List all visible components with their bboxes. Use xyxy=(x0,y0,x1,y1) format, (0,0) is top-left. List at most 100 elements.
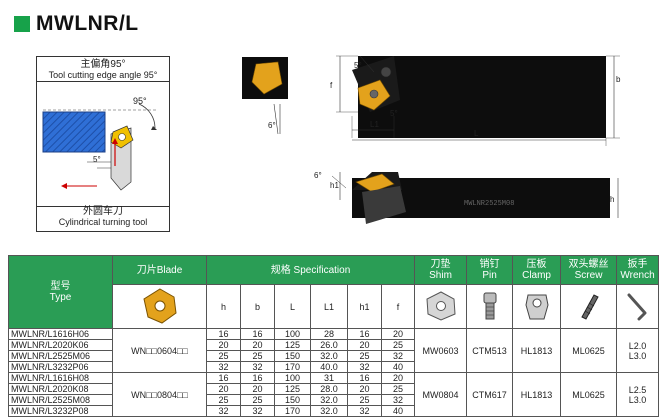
clamp-image-cell xyxy=(512,284,562,329)
col-header-clamp: 压板 Clamp xyxy=(512,255,562,285)
screw-cell: ML0625 xyxy=(560,328,618,373)
h1-cell: 16 xyxy=(347,372,382,384)
dimension-h: h xyxy=(610,195,614,204)
type-cell: MWLNR/L2525M08 xyxy=(8,394,113,406)
dimension-l: L xyxy=(474,129,479,138)
schematic-divider-top xyxy=(37,81,169,82)
col-header-screw: 双头螺丝 Screw xyxy=(560,255,618,285)
l-cell: 170 xyxy=(274,405,311,417)
blade-insert-icon xyxy=(142,287,177,324)
type-cell: MWLNR/L2020K08 xyxy=(8,383,113,395)
b-cell: 20 xyxy=(240,339,275,351)
wrench-cell: L2.5 L3.0 xyxy=(616,372,660,417)
h1-cell: 32 xyxy=(347,405,382,417)
col-header-shim: 刀垫 Shim xyxy=(414,255,468,285)
l1-cell: 32.0 xyxy=(310,405,348,417)
table-row: MWLNR/L3232P06 32 32 170 40.0 32 40 xyxy=(8,361,659,373)
side-insert xyxy=(355,173,395,193)
screw-image-cell xyxy=(560,284,618,329)
l1-cell: 40.0 xyxy=(310,361,348,373)
dimension-h1: h1 xyxy=(330,181,339,190)
dimension-f: f xyxy=(330,81,333,90)
schematic-caption-top: 主偏角95° Tool cutting edge angle 95° xyxy=(37,57,169,81)
table-image-row: h b L L1 h1 f xyxy=(9,284,660,329)
l-cell: 170 xyxy=(274,361,311,373)
l-cell: 125 xyxy=(274,383,311,395)
tool-type-en: Cylindrical turning tool xyxy=(58,217,148,227)
clamp-cell: HL1813 xyxy=(512,372,562,417)
shim-image-cell xyxy=(414,284,468,329)
title-marker xyxy=(14,16,30,32)
l1-cell: 32.0 xyxy=(310,394,348,406)
shim-icon xyxy=(426,290,456,321)
type-cell: MWLNR/L3232P08 xyxy=(8,405,113,417)
blade-cell: WN□□0804□□ xyxy=(112,372,207,417)
blade-image-cell xyxy=(112,284,207,329)
table-row: MWLNR/L3232P08 32 32 170 32.0 32 40 xyxy=(8,405,659,417)
h1-cell: 20 xyxy=(347,383,382,395)
b-cell: 25 xyxy=(240,394,275,406)
end-view-insert xyxy=(251,61,283,95)
spec-col-l1: L1 xyxy=(310,284,348,329)
workpiece-section xyxy=(42,111,106,153)
h-cell: 32 xyxy=(206,361,241,373)
clamp-icon xyxy=(525,294,549,319)
page-header: MWLNR/L xyxy=(14,12,139,36)
pin-cell: CTM513 xyxy=(466,328,514,373)
l-cell: 150 xyxy=(274,350,311,362)
schematic-caption-bottom: 外圆车刀 Cylindrical turning tool xyxy=(37,206,169,231)
table-row: MWLNR/L2020K08 20 20 125 28.0 20 25 xyxy=(8,383,659,395)
b-cell: 20 xyxy=(240,383,275,395)
b-cell: 16 xyxy=(240,372,275,384)
b-cell: 25 xyxy=(240,350,275,362)
clamp-cell: HL1813 xyxy=(512,328,562,373)
wrench-icon xyxy=(627,293,647,320)
f-cell: 32 xyxy=(380,350,416,362)
schematic-angle-label: 95° xyxy=(133,96,147,106)
dimension-l1: L1 xyxy=(370,120,379,129)
clearance-angle-mid: 5° xyxy=(390,109,398,118)
h1-cell: 16 xyxy=(347,328,382,340)
l1-cell: 26.0 xyxy=(310,339,348,351)
l1-cell: 31 xyxy=(310,372,348,384)
schematic-angle-cn: 主偏角95° xyxy=(80,59,126,70)
table-row: MWLNR/L2020K06 20 20 125 26.0 20 25 xyxy=(8,339,659,351)
h1-cell: 20 xyxy=(347,339,382,351)
col-header-wrench: 扳手 Wrench xyxy=(616,255,660,285)
table-row: MWLNR/L1616H06 WN□□0604□□ 16 16 100 28 1… xyxy=(8,328,660,373)
f-cell: 40 xyxy=(380,361,416,373)
l-cell: 125 xyxy=(274,339,311,351)
clearance-angle-top: 5° xyxy=(354,61,362,70)
f-cell: 20 xyxy=(380,372,416,384)
type-cell: MWLNR/L2020K06 xyxy=(8,339,113,351)
shim-cell: MW0804 xyxy=(414,372,468,417)
screw-icon xyxy=(580,293,599,320)
h1-cell: 25 xyxy=(347,394,382,406)
spec-col-h1: h1 xyxy=(347,284,382,329)
side-angle: 6° xyxy=(314,171,322,180)
l1-cell: 28 xyxy=(310,328,348,340)
col-header-spec: 规格 Specification xyxy=(205,255,416,285)
type-cell: MWLNR/L2525M06 xyxy=(8,350,113,362)
schematic-small-angle: 5° xyxy=(93,155,101,164)
l1-cell: 28.0 xyxy=(310,383,348,395)
f-cell: 32 xyxy=(380,394,416,406)
h-cell: 32 xyxy=(206,405,241,417)
table-body: MWLNR/L1616H06 WN□□0604□□ 16 16 100 28 1… xyxy=(8,328,660,417)
col-header-pin: 销钉 Pin xyxy=(466,255,514,285)
type-cell: MWLNR/L1616H06 xyxy=(8,328,113,340)
screw-cell: ML0625 xyxy=(560,372,618,417)
pin-cell: CTM617 xyxy=(466,372,514,417)
col-header-type: 型号 Type xyxy=(8,255,113,329)
blade-cell: WN□□0604□□ xyxy=(112,328,207,373)
specification-table: 型号 Type 刀片Blade 规格 Specification 刀垫 Shim… xyxy=(8,255,660,417)
type-cell: MWLNR/L3232P06 xyxy=(8,361,113,373)
spec-col-l: L xyxy=(274,284,311,329)
pin-image-cell xyxy=(466,284,514,329)
h-cell: 16 xyxy=(206,328,241,340)
b-cell: 16 xyxy=(240,328,275,340)
tool-side-view: MWLNR2525M08 h1 6° h xyxy=(314,171,619,224)
h1-cell: 32 xyxy=(347,361,382,373)
f-cell: 20 xyxy=(380,328,416,340)
h-cell: 25 xyxy=(206,350,241,362)
